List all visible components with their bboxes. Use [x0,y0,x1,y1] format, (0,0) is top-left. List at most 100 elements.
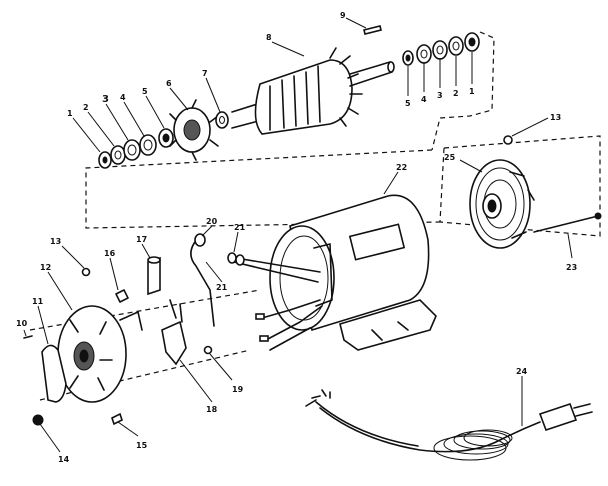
label-3-right: 3 [437,91,443,100]
washer-4-left [139,134,157,156]
armature-shaft-right [349,61,393,87]
terminal-a [255,313,265,320]
end-plate-ear [119,311,143,331]
connector-21a [227,252,237,264]
screw-13-left [81,267,91,277]
cord-plug-prongs [573,403,593,417]
label-10: 10 [16,319,28,328]
nameplate [348,223,406,261]
lead-wires-21 [233,257,321,283]
washer-2r-hole [452,41,460,51]
label-17: 17 [136,235,147,244]
washer-3-left [123,139,141,161]
brush-holder-top [147,256,161,264]
stator-housing-22 [269,194,437,351]
end-plate-bore [79,349,89,363]
label-15: 15 [136,441,148,450]
fan-hub [183,119,201,141]
label-9: 9 [340,11,346,20]
label-6: 6 [166,79,172,88]
cover-11 [41,344,67,403]
end-bell-ring [475,167,525,241]
bracket-18-arms [169,299,183,323]
label-22: 22 [396,163,407,172]
end-bell-group-outline [439,135,601,237]
cord-plug-body [538,402,578,432]
washer-2-hole [114,150,122,160]
label-12: 12 [40,263,51,272]
label-21-top: 21 [234,223,246,232]
washer-5r-hole [405,54,411,62]
motor-base [339,299,437,351]
right-bearing-stack [402,32,480,66]
shaft-end [387,61,395,73]
label-5-right: 5 [405,99,411,108]
through-bolt-head [594,212,602,220]
end-plate-12 [57,305,143,403]
stator-windings [313,243,333,307]
label-1-left: 1 [67,109,73,118]
screw-15 [111,412,123,426]
label-25: 25 [444,153,456,162]
washer-7 [215,111,229,129]
label-4-left: 4 [120,93,126,102]
washer-4r-hole [420,49,428,59]
cord-coil-4 [463,429,513,447]
label-4-right: 4 [421,95,427,104]
end-bell-25 [469,159,535,249]
clip-20 [194,233,206,247]
label-13-right: 13 [550,113,561,122]
label-24: 24 [516,367,528,376]
label-18: 18 [206,405,218,414]
label-8: 8 [266,33,272,42]
fan-part-6 [169,99,219,161]
bracket-18 [161,320,187,366]
label-11: 11 [32,297,44,306]
fan-blades [169,99,219,161]
left-bearing-stack [98,128,174,169]
label-5-left: 5 [142,87,148,96]
armature-group-outline [85,149,441,229]
label-7: 7 [202,69,208,78]
terminal-b [259,335,269,342]
washer-3r-hole [436,45,444,55]
label-14: 14 [58,455,70,464]
cord-main [319,407,541,453]
end-plate-ribs [69,319,113,391]
end-bell-bore [487,199,497,213]
base-slots [371,321,409,341]
washer-4-hole [143,139,153,151]
leader-lines [23,17,573,453]
power-cord-24 [305,389,593,461]
washer-5-hole [162,133,170,143]
label-2-right: 2 [453,89,459,98]
label-19: 19 [232,385,244,394]
washer-3-right [432,40,448,60]
label-23: 23 [566,263,577,272]
connector-21b [235,254,245,266]
through-bolt-23 [533,215,599,233]
end-bell-ribs [509,171,535,239]
label-20: 20 [206,217,218,226]
label-1-right: 1 [469,87,475,96]
stator-leads [261,299,323,351]
armature-8 [231,47,395,135]
key-9 [363,25,382,35]
washer-3-hole [127,144,137,156]
washer-1r-hole [468,37,476,47]
screw-19 [203,345,213,355]
label-2-left: 2 [83,103,89,112]
washer-7-hole [219,116,225,124]
commutator-bars [329,47,363,127]
armature-core [254,59,353,135]
right-bearing-group-outline [431,31,495,151]
cord-coil-3 [453,430,511,450]
clip-16 [115,289,129,303]
cord-coil-2 [443,433,509,455]
armature-windings [269,65,321,131]
nut-14 [32,414,44,426]
washer-4-right [416,44,432,64]
washer-1-hole [102,156,108,164]
